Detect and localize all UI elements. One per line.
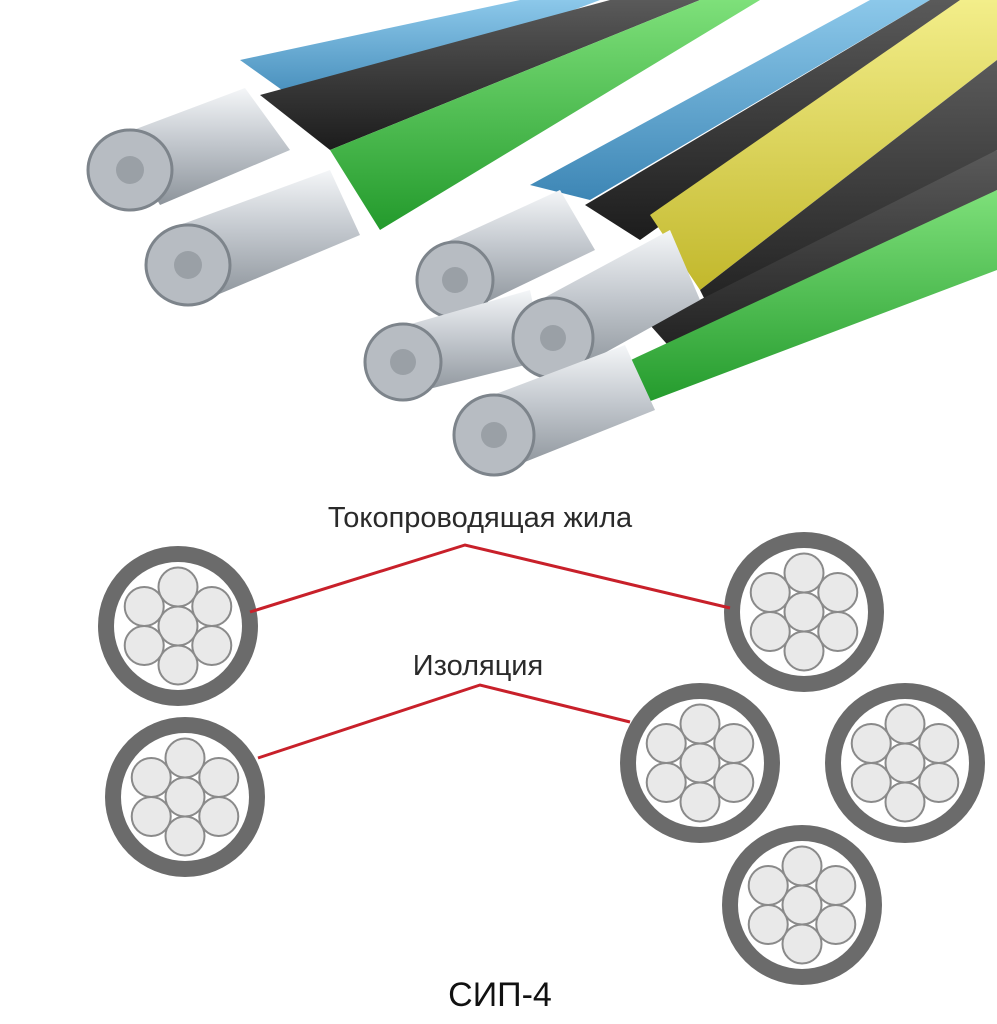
conductor-strand — [817, 611, 859, 652]
insulation-label: Изоляция — [413, 650, 543, 682]
conductor-core — [174, 251, 202, 279]
conductor-strand — [850, 723, 892, 764]
conductor-strand — [713, 762, 755, 803]
conductor-strand — [164, 776, 206, 818]
green-jacket — [330, 0, 760, 230]
conductor-strand — [198, 796, 240, 837]
right-cable — [363, 0, 997, 477]
conductor-strand — [164, 815, 206, 857]
conductor-strand — [815, 865, 857, 906]
conductor-strand — [645, 762, 687, 803]
conductor-strand — [191, 586, 233, 627]
conductor-strand — [157, 605, 199, 647]
conductor-strand — [749, 572, 791, 613]
conductor-strand — [679, 742, 721, 784]
conductor-core — [481, 422, 507, 448]
cable-cross-section — [722, 825, 882, 985]
conductor-strand — [130, 757, 172, 798]
leader-lines — [249, 543, 731, 760]
conductor-core — [390, 349, 416, 375]
conductor-label: Токопроводящая жила — [328, 502, 633, 534]
conductor-strand — [130, 796, 172, 837]
conductor-core — [442, 267, 468, 293]
conductor-leader-line — [249, 543, 731, 614]
blue-jacket — [530, 0, 930, 200]
black-jacket — [260, 0, 700, 150]
conductor-strand — [679, 703, 721, 745]
conductor-strand — [815, 904, 857, 945]
conductor-strand — [198, 757, 240, 798]
cable-type-title: СИП-4 — [448, 976, 552, 1014]
conductor-core — [540, 325, 566, 351]
conductor-strand — [645, 723, 687, 764]
conductor-strand — [850, 762, 892, 803]
cable-photo — [86, 0, 997, 477]
green-jacket — [620, 190, 997, 405]
conductor-strand — [747, 865, 789, 906]
conductor-strand — [781, 884, 823, 926]
cable-cross-section — [105, 717, 265, 877]
cable-cross-section — [724, 532, 884, 692]
conductor-strand — [679, 781, 721, 823]
conductor-strand — [164, 737, 206, 779]
conductor-strand — [783, 591, 825, 633]
conductor-strand — [884, 781, 926, 823]
conductor-strand — [749, 611, 791, 652]
conductor-strand — [918, 723, 960, 764]
conductor-strand — [781, 845, 823, 887]
cable-cross-section — [620, 683, 780, 843]
conductor-strand — [157, 644, 199, 686]
conductor-strand — [781, 923, 823, 965]
conductor-strand — [191, 625, 233, 666]
conductor-strand — [747, 904, 789, 945]
conductor-strand — [884, 742, 926, 784]
conductor-strand — [783, 630, 825, 672]
conductor-strand — [884, 703, 926, 745]
cross-sections — [98, 532, 985, 985]
conductor-strand — [713, 723, 755, 764]
left-cable — [86, 0, 760, 307]
yellow-jacket — [650, 0, 997, 290]
insulation-leader-line — [257, 683, 631, 760]
cable-cross-section — [98, 546, 258, 706]
conductor-strand — [123, 586, 165, 627]
conductor-strand — [157, 566, 199, 608]
conductor-core — [116, 156, 144, 184]
conductor-strand — [918, 762, 960, 803]
conductor-strand — [123, 625, 165, 666]
cable-cross-section — [825, 683, 985, 843]
conductor-strand — [817, 572, 859, 613]
conductor-strand — [783, 552, 825, 594]
